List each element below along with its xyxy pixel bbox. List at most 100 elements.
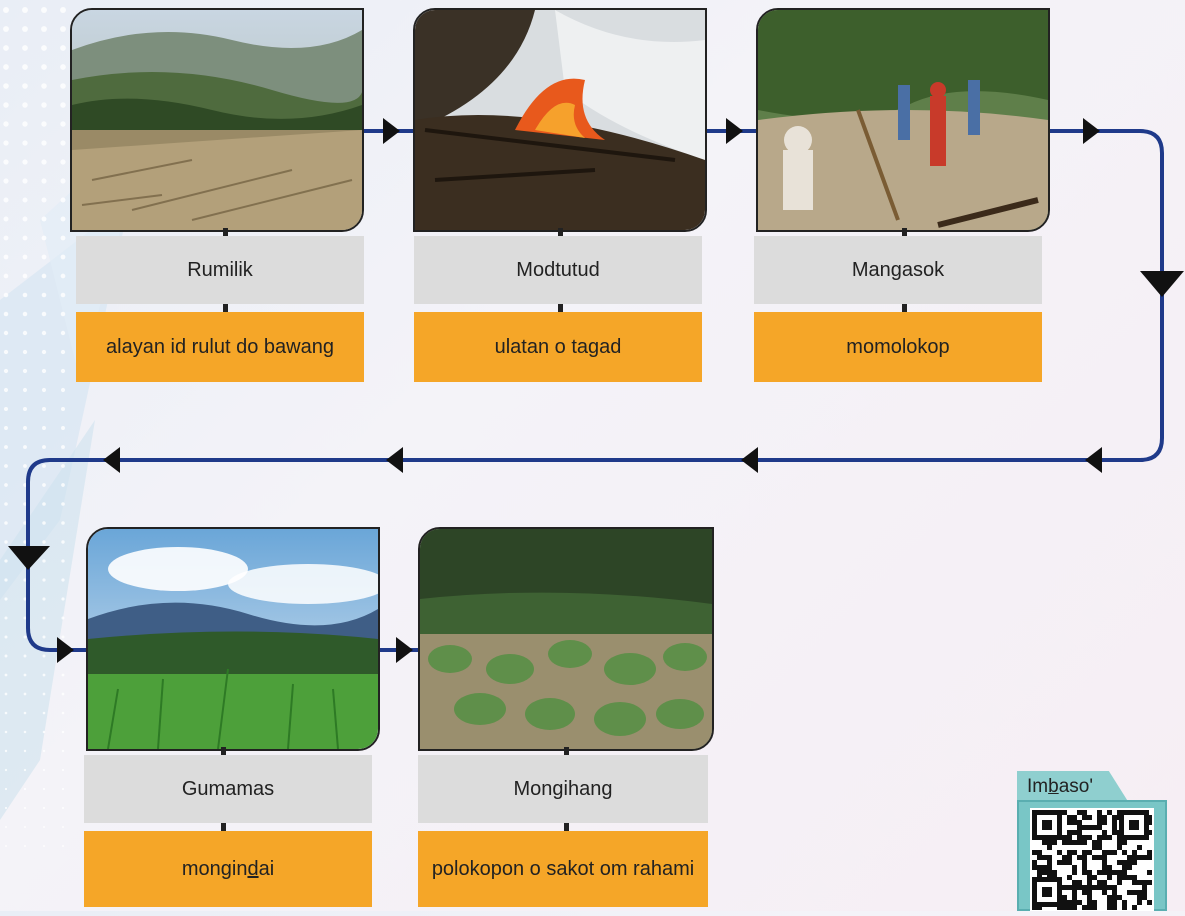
bg-dot xyxy=(61,825,65,829)
bg-dot xyxy=(60,45,66,51)
qr-module xyxy=(1087,905,1092,910)
bg-dot xyxy=(3,254,9,260)
bg-dot xyxy=(61,616,65,620)
connector-stem xyxy=(902,304,907,312)
qr-label-underlined-letter: b xyxy=(1048,776,1059,797)
qr-module xyxy=(1142,855,1147,860)
bg-dot xyxy=(4,426,8,430)
bg-dot xyxy=(23,749,27,753)
qr-module xyxy=(1082,815,1087,820)
qr-module xyxy=(1097,810,1102,815)
qr-module xyxy=(1107,900,1112,905)
qr-module xyxy=(1112,820,1117,825)
qr-module xyxy=(1142,890,1147,895)
bg-dot xyxy=(23,825,27,829)
qr-code[interactable] xyxy=(1030,808,1154,911)
qr-module xyxy=(1072,895,1077,900)
photo-mangasok xyxy=(756,8,1050,232)
qr-module xyxy=(1137,855,1142,860)
qr-module xyxy=(1122,865,1127,870)
bg-dot xyxy=(42,711,46,715)
bg-dot xyxy=(41,26,47,32)
qr-module xyxy=(1032,850,1037,855)
bg-dot xyxy=(22,121,28,127)
bg-dot xyxy=(61,730,65,734)
qr-module xyxy=(1137,845,1142,850)
qr-module xyxy=(1117,840,1122,845)
arrow-left-4 xyxy=(103,447,120,473)
qr-module xyxy=(1032,877,1062,882)
bg-dot xyxy=(22,216,28,222)
bg-dot xyxy=(60,292,66,298)
bg-dot xyxy=(41,83,47,89)
step-label-text: Mongihang xyxy=(513,777,613,800)
qr-module xyxy=(1132,860,1137,865)
step-label: Modtutud xyxy=(414,236,702,304)
qr-module xyxy=(1052,840,1057,845)
bg-dot xyxy=(3,7,9,13)
qr-module xyxy=(1147,820,1152,825)
qr-module xyxy=(1067,875,1072,880)
qr-module xyxy=(1107,850,1112,855)
bg-dot xyxy=(3,159,9,165)
qr-module xyxy=(1082,870,1087,875)
qr-module xyxy=(1072,900,1077,905)
qr-module xyxy=(1077,830,1082,835)
qr-module xyxy=(1137,900,1142,905)
bg-dot xyxy=(41,330,47,336)
bg-dot xyxy=(23,673,27,677)
qr-module xyxy=(1067,900,1072,905)
qr-module xyxy=(1042,840,1047,845)
qr-module xyxy=(1102,815,1107,820)
qr-module xyxy=(1092,905,1097,910)
qr-module xyxy=(1032,877,1037,907)
bg-dot xyxy=(41,45,47,51)
connector-stem xyxy=(558,304,563,312)
bg-dot xyxy=(23,787,27,791)
qr-module xyxy=(1117,860,1122,865)
connector-stem xyxy=(223,304,228,312)
bg-dot xyxy=(42,502,46,506)
bg-dot xyxy=(22,368,28,374)
qr-module xyxy=(1082,850,1087,855)
qr-module xyxy=(1122,905,1127,910)
qr-module xyxy=(1132,890,1137,895)
qr-module xyxy=(1057,860,1062,865)
bg-dot xyxy=(42,483,46,487)
qr-module xyxy=(1057,810,1062,840)
qr-module xyxy=(1087,825,1092,830)
connector-stem xyxy=(902,228,907,236)
bg-dot xyxy=(61,673,65,677)
qr-module xyxy=(1087,900,1092,905)
qr-module xyxy=(1102,850,1107,855)
bg-dot xyxy=(23,692,27,696)
bg-dot xyxy=(61,578,65,582)
qr-module xyxy=(1117,895,1122,900)
bg-dot xyxy=(41,368,47,374)
qr-module xyxy=(1097,855,1102,860)
bg-dot xyxy=(42,597,46,601)
bg-dot xyxy=(22,159,28,165)
qr-module xyxy=(1102,865,1107,870)
qr-module xyxy=(1067,905,1072,910)
qr-module xyxy=(1082,855,1087,860)
bg-dot xyxy=(60,235,66,241)
qr-module xyxy=(1087,880,1092,885)
qr-module xyxy=(1097,885,1102,890)
arrow-right-3 xyxy=(1083,118,1100,144)
bg-dot xyxy=(61,635,65,639)
qr-module xyxy=(1042,870,1047,875)
qr-module xyxy=(1082,825,1087,830)
qr-module xyxy=(1127,890,1132,895)
qr-module xyxy=(1102,835,1107,840)
bg-dot xyxy=(61,711,65,715)
qr-module xyxy=(1047,855,1052,860)
qr-module xyxy=(1132,880,1137,885)
bg-dot xyxy=(5,845,7,847)
desc-underlined-letter: d xyxy=(247,857,259,880)
qr-module xyxy=(1137,890,1142,895)
qr-module xyxy=(1132,855,1137,860)
qr-module xyxy=(1082,905,1087,910)
bg-dot xyxy=(23,806,27,810)
